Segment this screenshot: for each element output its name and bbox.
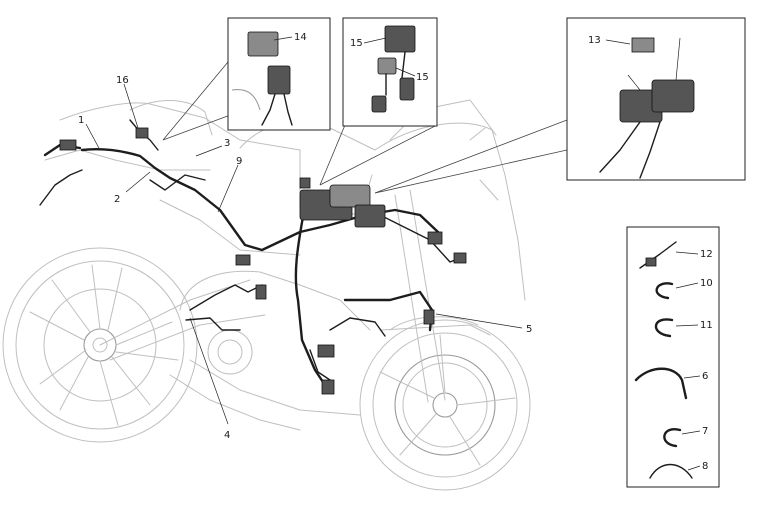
- callout-13: 13: [588, 35, 601, 46]
- callout-10: 10: [700, 278, 713, 289]
- inset-13-frame: [374, 17, 746, 194]
- leader-lines: [85, 36, 701, 471]
- callout-11: 11: [700, 320, 713, 331]
- rear-wheel: [2, 247, 198, 443]
- callout-labels: 1 2 3 4 5 6 7 8 9 10 11 12 13 14 15 15 1…: [78, 32, 713, 472]
- callout-7: 7: [702, 426, 708, 437]
- callout-15-bottom: 15: [416, 72, 429, 83]
- callout-8: 8: [702, 461, 708, 472]
- wiring-harness: [39, 119, 467, 395]
- callout-5: 5: [526, 324, 532, 335]
- callout-2: 2: [114, 194, 120, 205]
- callout-3: 3: [224, 138, 230, 149]
- callout-15-top: 15: [350, 38, 363, 49]
- callout-14: 14: [294, 32, 307, 43]
- front-wheel: [359, 319, 531, 491]
- callout-6: 6: [702, 371, 708, 382]
- accessories-panel: [626, 226, 720, 488]
- motorcycle-outline: [2, 99, 531, 491]
- callout-1: 1: [78, 115, 84, 126]
- inset-15-frame: [319, 17, 438, 186]
- callout-12: 12: [700, 249, 713, 260]
- callout-16: 16: [116, 75, 129, 86]
- callout-9: 9: [236, 156, 242, 167]
- callout-4: 4: [224, 430, 230, 441]
- inset-14-frame: [162, 17, 331, 141]
